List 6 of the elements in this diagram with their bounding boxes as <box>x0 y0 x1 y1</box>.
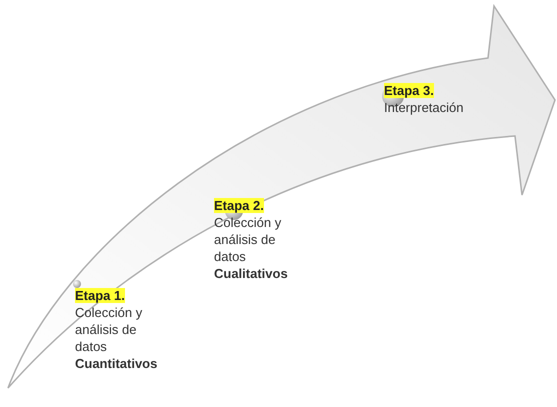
stage-title: Etapa 1. <box>75 288 125 303</box>
stage-description: Colección y análisis de datos Cuantitativos <box>75 304 158 372</box>
stage-title: Etapa 2. <box>214 198 264 213</box>
stage-title: Etapa 3. <box>384 83 434 98</box>
stage-description: Interpretación <box>384 99 464 116</box>
stage-description: Colección y análisis de datos Cualitativos <box>214 214 289 282</box>
